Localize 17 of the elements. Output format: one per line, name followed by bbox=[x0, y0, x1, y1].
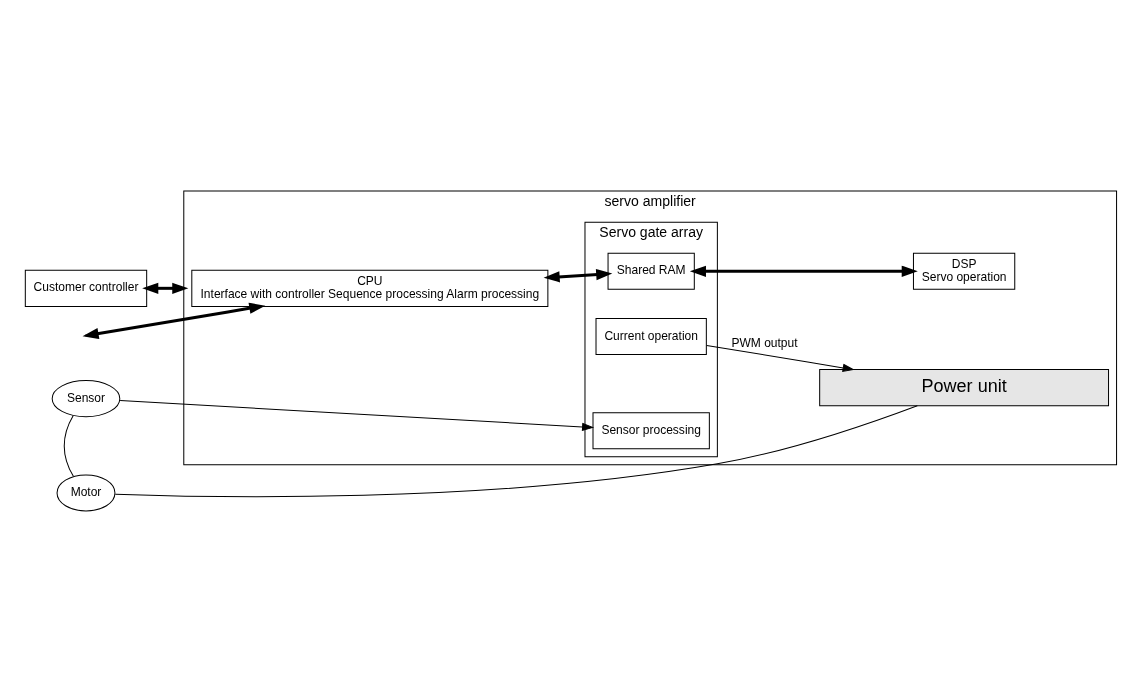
arrow bbox=[142, 282, 189, 294]
arrow bbox=[689, 265, 918, 277]
node-box: Sensor processing bbox=[592, 411, 710, 449]
arrow bbox=[543, 268, 613, 282]
node-ellipse: Sensor bbox=[51, 379, 121, 417]
node-box: Customer controller bbox=[24, 269, 148, 307]
node-box: Shared RAM bbox=[607, 252, 695, 290]
node-box: DSP Servo operation bbox=[912, 252, 1016, 290]
node-box: CPU Interface with controller Sequence processing Alarm processing bbox=[191, 269, 549, 307]
arrow bbox=[119, 399, 594, 431]
connector bbox=[63, 414, 74, 477]
node-ellipse: Motor bbox=[56, 473, 116, 511]
node-box: Power unit bbox=[819, 368, 1110, 406]
edge-label: PWM output bbox=[731, 335, 798, 350]
connector bbox=[114, 404, 918, 497]
node-box: Current operation bbox=[595, 317, 707, 355]
arrow bbox=[706, 344, 854, 372]
